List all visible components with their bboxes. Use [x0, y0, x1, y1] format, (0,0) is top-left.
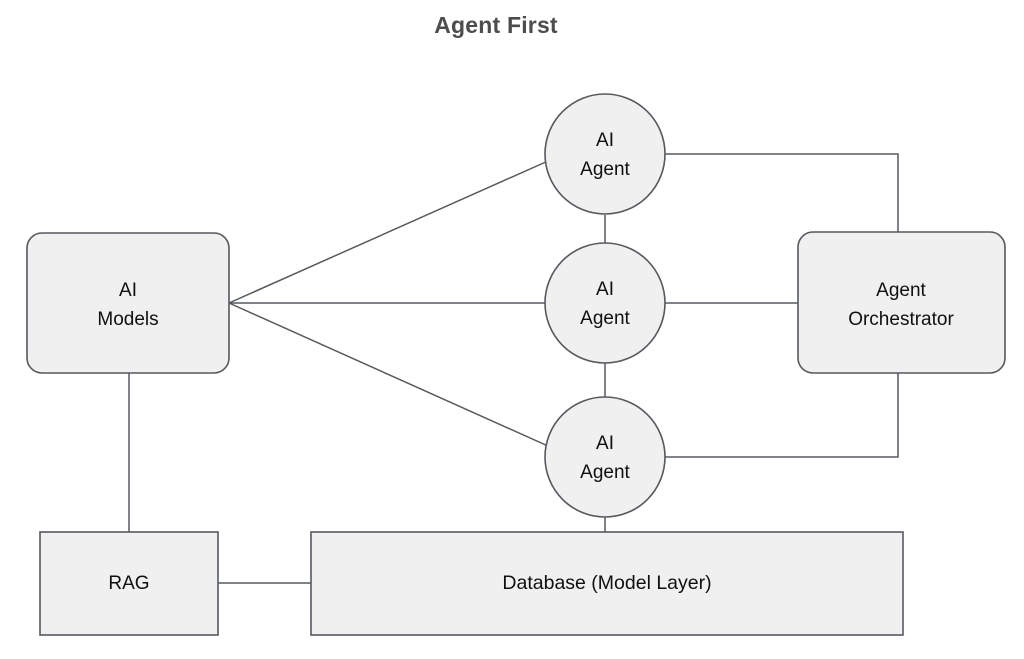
- agent-bottom-shape: [544, 396, 666, 518]
- agent-orchestrator-label-line1: Agent: [876, 280, 926, 301]
- node-database[interactable]: Database (Model Layer): [310, 531, 904, 636]
- agent-top-label-line1: AI: [596, 130, 614, 151]
- diagram-title: Agent First: [434, 12, 558, 38]
- agent-orchestrator-label-line2: Orchestrator: [848, 309, 954, 330]
- database-label: Database (Model Layer): [502, 572, 711, 594]
- node-agent-orchestrator[interactable]: Agent Orchestrator: [797, 231, 1006, 374]
- edge-layer: [128, 153, 899, 584]
- agent-bottom-label-line1: AI: [596, 433, 614, 454]
- rag-label: RAG: [108, 573, 149, 594]
- ai-models-label-line1: AI: [119, 280, 137, 301]
- ai-models-label-line2: Models: [97, 309, 158, 330]
- agent-bottom-label-line2: Agent: [580, 462, 630, 483]
- node-agent-top[interactable]: AI Agent: [544, 93, 666, 215]
- agent-middle-shape: [544, 242, 666, 364]
- node-ai-models[interactable]: AI Models: [26, 232, 230, 374]
- rag-shape: [39, 531, 219, 636]
- node-agent-bottom[interactable]: AI Agent: [544, 396, 666, 518]
- edge-ai-models-to-agent-bottom: [228, 302, 549, 447]
- node-rag[interactable]: RAG: [39, 531, 219, 636]
- agent-middle-label-line2: Agent: [580, 308, 630, 329]
- agent-orchestrator-shape: [797, 231, 1006, 374]
- edge-ai-models-to-agent-top: [228, 160, 549, 304]
- node-agent-middle[interactable]: AI Agent: [544, 242, 666, 364]
- edge-agent-bottom-to-orchestrator: [665, 373, 899, 458]
- agent-top-shape: [544, 93, 666, 215]
- database-shape: [310, 531, 904, 636]
- agent-top-label-line2: Agent: [580, 159, 630, 180]
- agent-middle-label-line1: AI: [596, 279, 614, 300]
- ai-models-shape: [26, 232, 230, 374]
- edge-agent-top-to-orchestrator: [665, 153, 899, 232]
